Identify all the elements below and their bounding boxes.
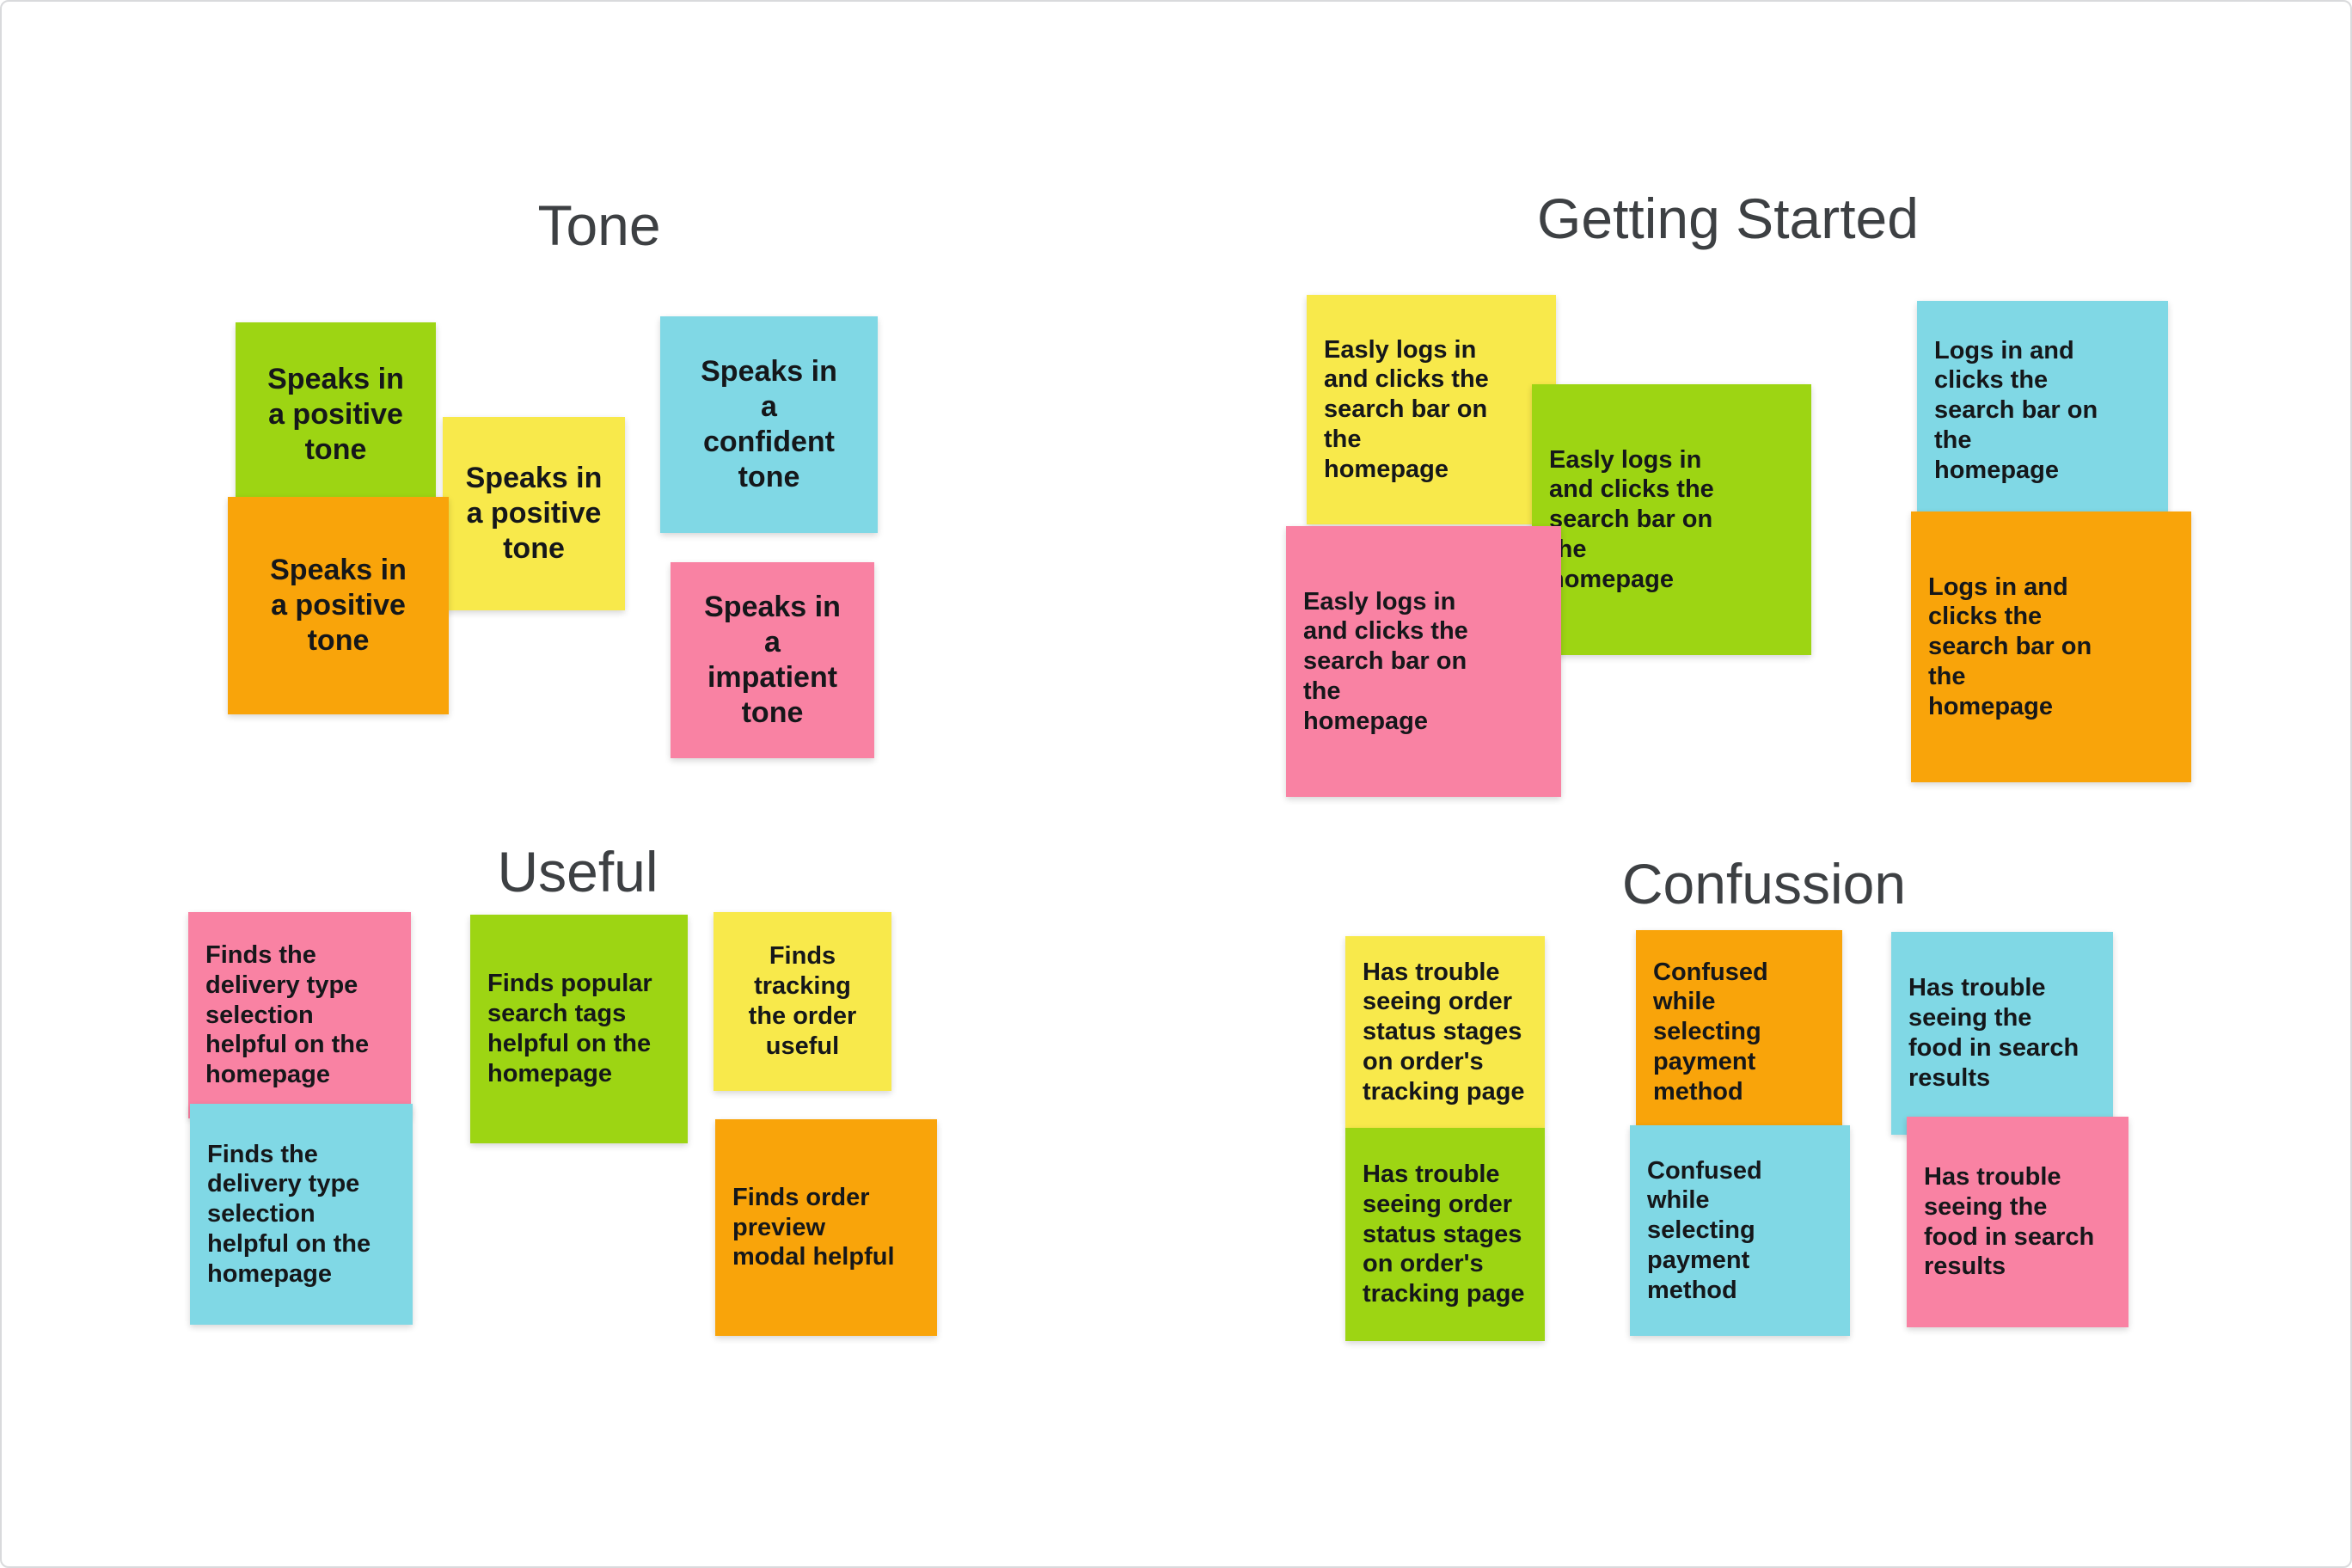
group-title-getting-started: Getting Started [1537, 187, 1919, 250]
sticky-note-confussion-cyan-3[interactable]: Confused while selecting payment method [1630, 1125, 1850, 1336]
sticky-note-useful-orange-4[interactable]: Finds order preview modal helpful [715, 1119, 937, 1336]
sticky-note-tone-yellow-1[interactable]: Speaks in a positive tone [443, 417, 625, 610]
sticky-note-useful-green-2[interactable]: Finds popular search tags helpful on the… [470, 915, 688, 1143]
sticky-note-useful-cyan-1[interactable]: Finds the delivery type selection helpfu… [190, 1104, 413, 1325]
sticky-note-confussion-cyan-4[interactable]: Has trouble seeing the food in search re… [1891, 932, 2113, 1135]
group-title-useful: Useful [497, 840, 658, 903]
sticky-note-tone-orange-2[interactable]: Speaks in a positive tone [228, 497, 449, 714]
sticky-note-getting-started-pink-2[interactable]: Easly logs in and clicks the search bar … [1286, 526, 1561, 797]
group-title-tone: Tone [537, 193, 661, 257]
sticky-note-useful-pink-0[interactable]: Finds the delivery type selection helpfu… [188, 912, 411, 1118]
sticky-note-useful-yellow-3[interactable]: Finds tracking the order useful [714, 912, 891, 1091]
sticky-note-tone-green-0[interactable]: Speaks in a positive tone [236, 322, 436, 507]
sticky-note-getting-started-green-1[interactable]: Easly logs in and clicks the search bar … [1532, 384, 1811, 655]
sticky-note-getting-started-orange-4[interactable]: Logs in and clicks the search bar on the… [1911, 511, 2191, 782]
sticky-note-getting-started-yellow-0[interactable]: Easly logs in and clicks the search bar … [1307, 295, 1556, 524]
group-title-confussion: Confussion [1621, 852, 1907, 916]
sticky-note-confussion-pink-5[interactable]: Has trouble seeing the food in search re… [1907, 1117, 2128, 1327]
sticky-note-confussion-orange-2[interactable]: Confused while selecting payment method [1636, 930, 1842, 1134]
sticky-note-tone-cyan-3[interactable]: Speaks in a confident tone [660, 316, 878, 533]
sticky-note-getting-started-cyan-3[interactable]: Logs in and clicks the search bar on the… [1917, 301, 2168, 520]
sticky-note-confussion-green-1[interactable]: Has trouble seeing order status stages o… [1345, 1128, 1545, 1341]
sticky-note-tone-pink-4[interactable]: Speaks in a impatient tone [671, 562, 874, 758]
sticky-note-confussion-yellow-0[interactable]: Has trouble seeing order status stages o… [1345, 936, 1545, 1128]
